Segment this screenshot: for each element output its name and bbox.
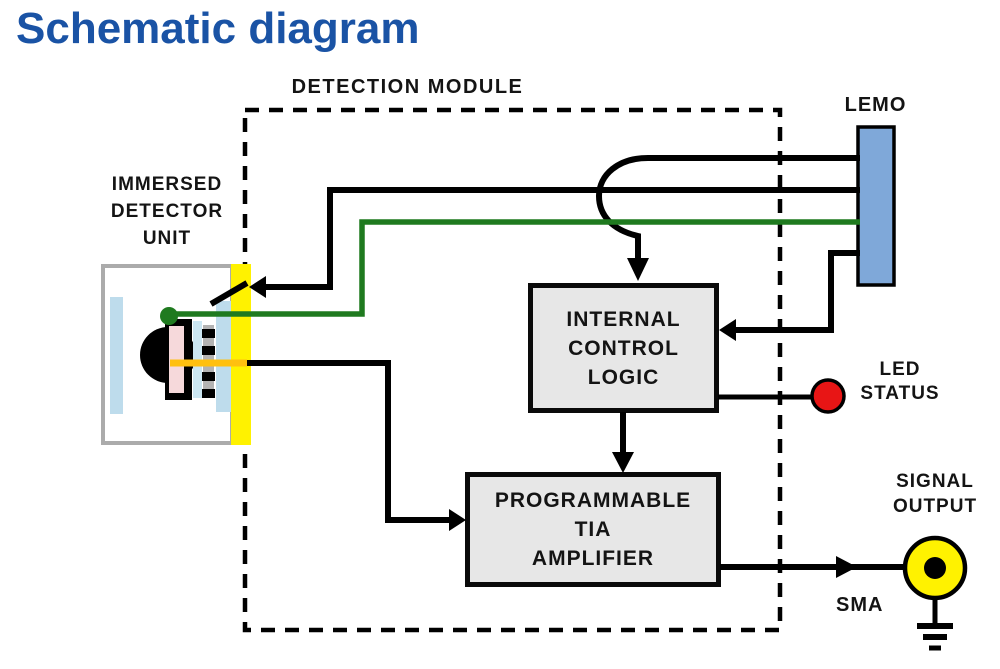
signal-label-line-1: SIGNAL bbox=[896, 471, 974, 492]
sma-label: SMA bbox=[836, 594, 884, 616]
detector-housing bbox=[101, 264, 234, 445]
detector-blue-layer bbox=[193, 321, 202, 398]
amplifier-line-1: PROGRAMMABLE bbox=[494, 489, 692, 512]
detector-left-window-bar bbox=[110, 297, 123, 414]
grating-slit bbox=[202, 372, 215, 381]
detection-module-label: DETECTION MODULE bbox=[291, 76, 524, 98]
amplifier-line-3: AMPLIFIER bbox=[531, 547, 655, 570]
detector-green-terminal bbox=[160, 307, 178, 325]
internal-control-logic-box: INTERNAL CONTROL LOGIC bbox=[528, 283, 719, 413]
immersed-label-line-2: DETECTOR bbox=[110, 201, 224, 222]
led-status-indicator bbox=[810, 378, 846, 414]
control-logic-line-2: CONTROL bbox=[568, 336, 679, 360]
wire-lemo-to-control-right bbox=[736, 250, 860, 333]
page-title: Schematic diagram bbox=[16, 4, 420, 53]
immersed-detector-unit bbox=[101, 264, 251, 445]
arrow-into-control-right bbox=[719, 319, 736, 341]
arrow-into-control-top bbox=[627, 258, 649, 281]
lemo-connector bbox=[856, 125, 896, 287]
led-label-line-1: LED bbox=[879, 359, 921, 380]
control-logic-line-3: LOGIC bbox=[587, 365, 660, 389]
arrow-into-detector bbox=[249, 276, 266, 298]
wire-lemo-to-control bbox=[595, 155, 860, 260]
lemo-label: LEMO bbox=[844, 94, 907, 116]
sma-connector bbox=[902, 535, 968, 651]
ground-symbol bbox=[917, 598, 953, 651]
control-logic-line-1: INTERNAL bbox=[566, 307, 681, 331]
wire-detector-to-amplifier bbox=[247, 360, 451, 523]
led-label-line-2: STATUS bbox=[860, 383, 940, 404]
arrow-to-sma bbox=[836, 556, 857, 578]
sma-connector-body bbox=[902, 535, 968, 601]
led-status-label: LED STATUS bbox=[845, 358, 955, 406]
signal-output-label: SIGNAL OUTPUT bbox=[870, 469, 1000, 519]
wire-lemo-to-detector bbox=[266, 187, 860, 290]
arrow-into-amplifier-left bbox=[449, 509, 466, 531]
grating-slit bbox=[202, 389, 215, 398]
amplifier-line-2: TIA bbox=[574, 518, 612, 541]
detector-window-bar bbox=[216, 301, 231, 412]
detector-grating-slits bbox=[202, 329, 215, 398]
signal-label-line-2: OUTPUT bbox=[892, 496, 978, 517]
wire-lemo-to-detector-green bbox=[176, 219, 860, 317]
immersed-label-line-3: UNIT bbox=[142, 228, 192, 249]
programmable-tia-amplifier-box: PROGRAMMABLE TIA AMPLIFIER bbox=[465, 472, 721, 587]
detector-frame bbox=[165, 319, 192, 400]
arrow-into-amplifier-top bbox=[612, 452, 634, 473]
detector-pin-diagonal bbox=[209, 280, 249, 307]
detector-feedthrough-plate bbox=[231, 264, 251, 445]
grating-slit bbox=[202, 329, 215, 338]
immersed-detector-unit-label: IMMERSED DETECTOR UNIT bbox=[92, 171, 242, 252]
detector-grating-layer bbox=[203, 325, 214, 398]
immersed-label-line-1: IMMERSED bbox=[111, 174, 223, 195]
grating-slit bbox=[202, 346, 215, 355]
sma-connector-pin bbox=[924, 557, 946, 579]
detector-lens bbox=[140, 327, 196, 383]
detector-pink-layer bbox=[169, 326, 184, 393]
